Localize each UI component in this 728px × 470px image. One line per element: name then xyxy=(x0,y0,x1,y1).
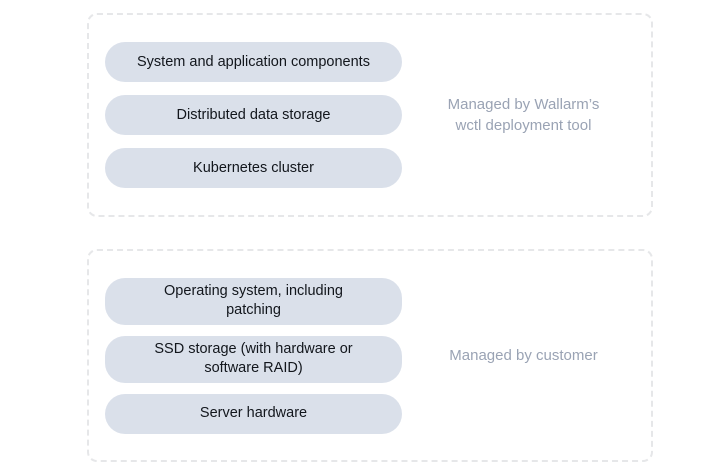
stack-layer-ssd-storage: SSD storage (with hardware or software RA… xyxy=(105,335,402,383)
stack-layer-system-and-application-components: System and application components xyxy=(105,42,402,82)
group-label-text: Managed by Wallarm’s wctl deployment tool xyxy=(448,94,600,136)
stack-layer-label: Operating system, including patching xyxy=(164,282,343,320)
group-managed-by-customer: Operating system, including patching SSD … xyxy=(87,249,653,462)
stack-layer-server-hardware: Server hardware xyxy=(105,393,402,434)
stack-layer-label: Kubernetes cluster xyxy=(193,159,314,176)
stack-layer-operating-system-including-patching: Operating system, including patching xyxy=(105,277,402,325)
group-label-text: Managed by customer xyxy=(449,347,598,364)
stack-layer-label-line-2: software RAID) xyxy=(204,360,303,376)
group-item-list: System and application components Distri… xyxy=(89,42,402,188)
stack-layer-label: System and application components xyxy=(137,53,370,70)
group-label-customer: Managed by customer xyxy=(402,345,651,366)
stack-layer-label-line-2: patching xyxy=(226,302,281,318)
group-label-wallarm: Managed by Wallarm’s wctl deployment tool xyxy=(402,94,651,136)
stack-layer-distributed-data-storage: Distributed data storage xyxy=(105,95,402,135)
group-label-line-2: wctl deployment tool xyxy=(455,117,592,134)
group-item-list: Operating system, including patching SSD … xyxy=(89,277,402,434)
stack-layer-label-line-1: SSD storage (with hardware or xyxy=(154,341,353,357)
stack-layer-label: Distributed data storage xyxy=(176,106,331,123)
group-managed-by-wallarm: System and application components Distri… xyxy=(87,13,653,217)
stack-layer-label-line-1: Operating system, including xyxy=(164,283,343,299)
group-label-line-1: Managed by Wallarm’s xyxy=(447,96,600,113)
stack-layer-kubernetes-cluster: Kubernetes cluster xyxy=(105,148,402,188)
stack-layer-label: SSD storage (with hardware or software RA… xyxy=(154,340,352,378)
stack-layer-label: Server hardware xyxy=(199,405,308,421)
